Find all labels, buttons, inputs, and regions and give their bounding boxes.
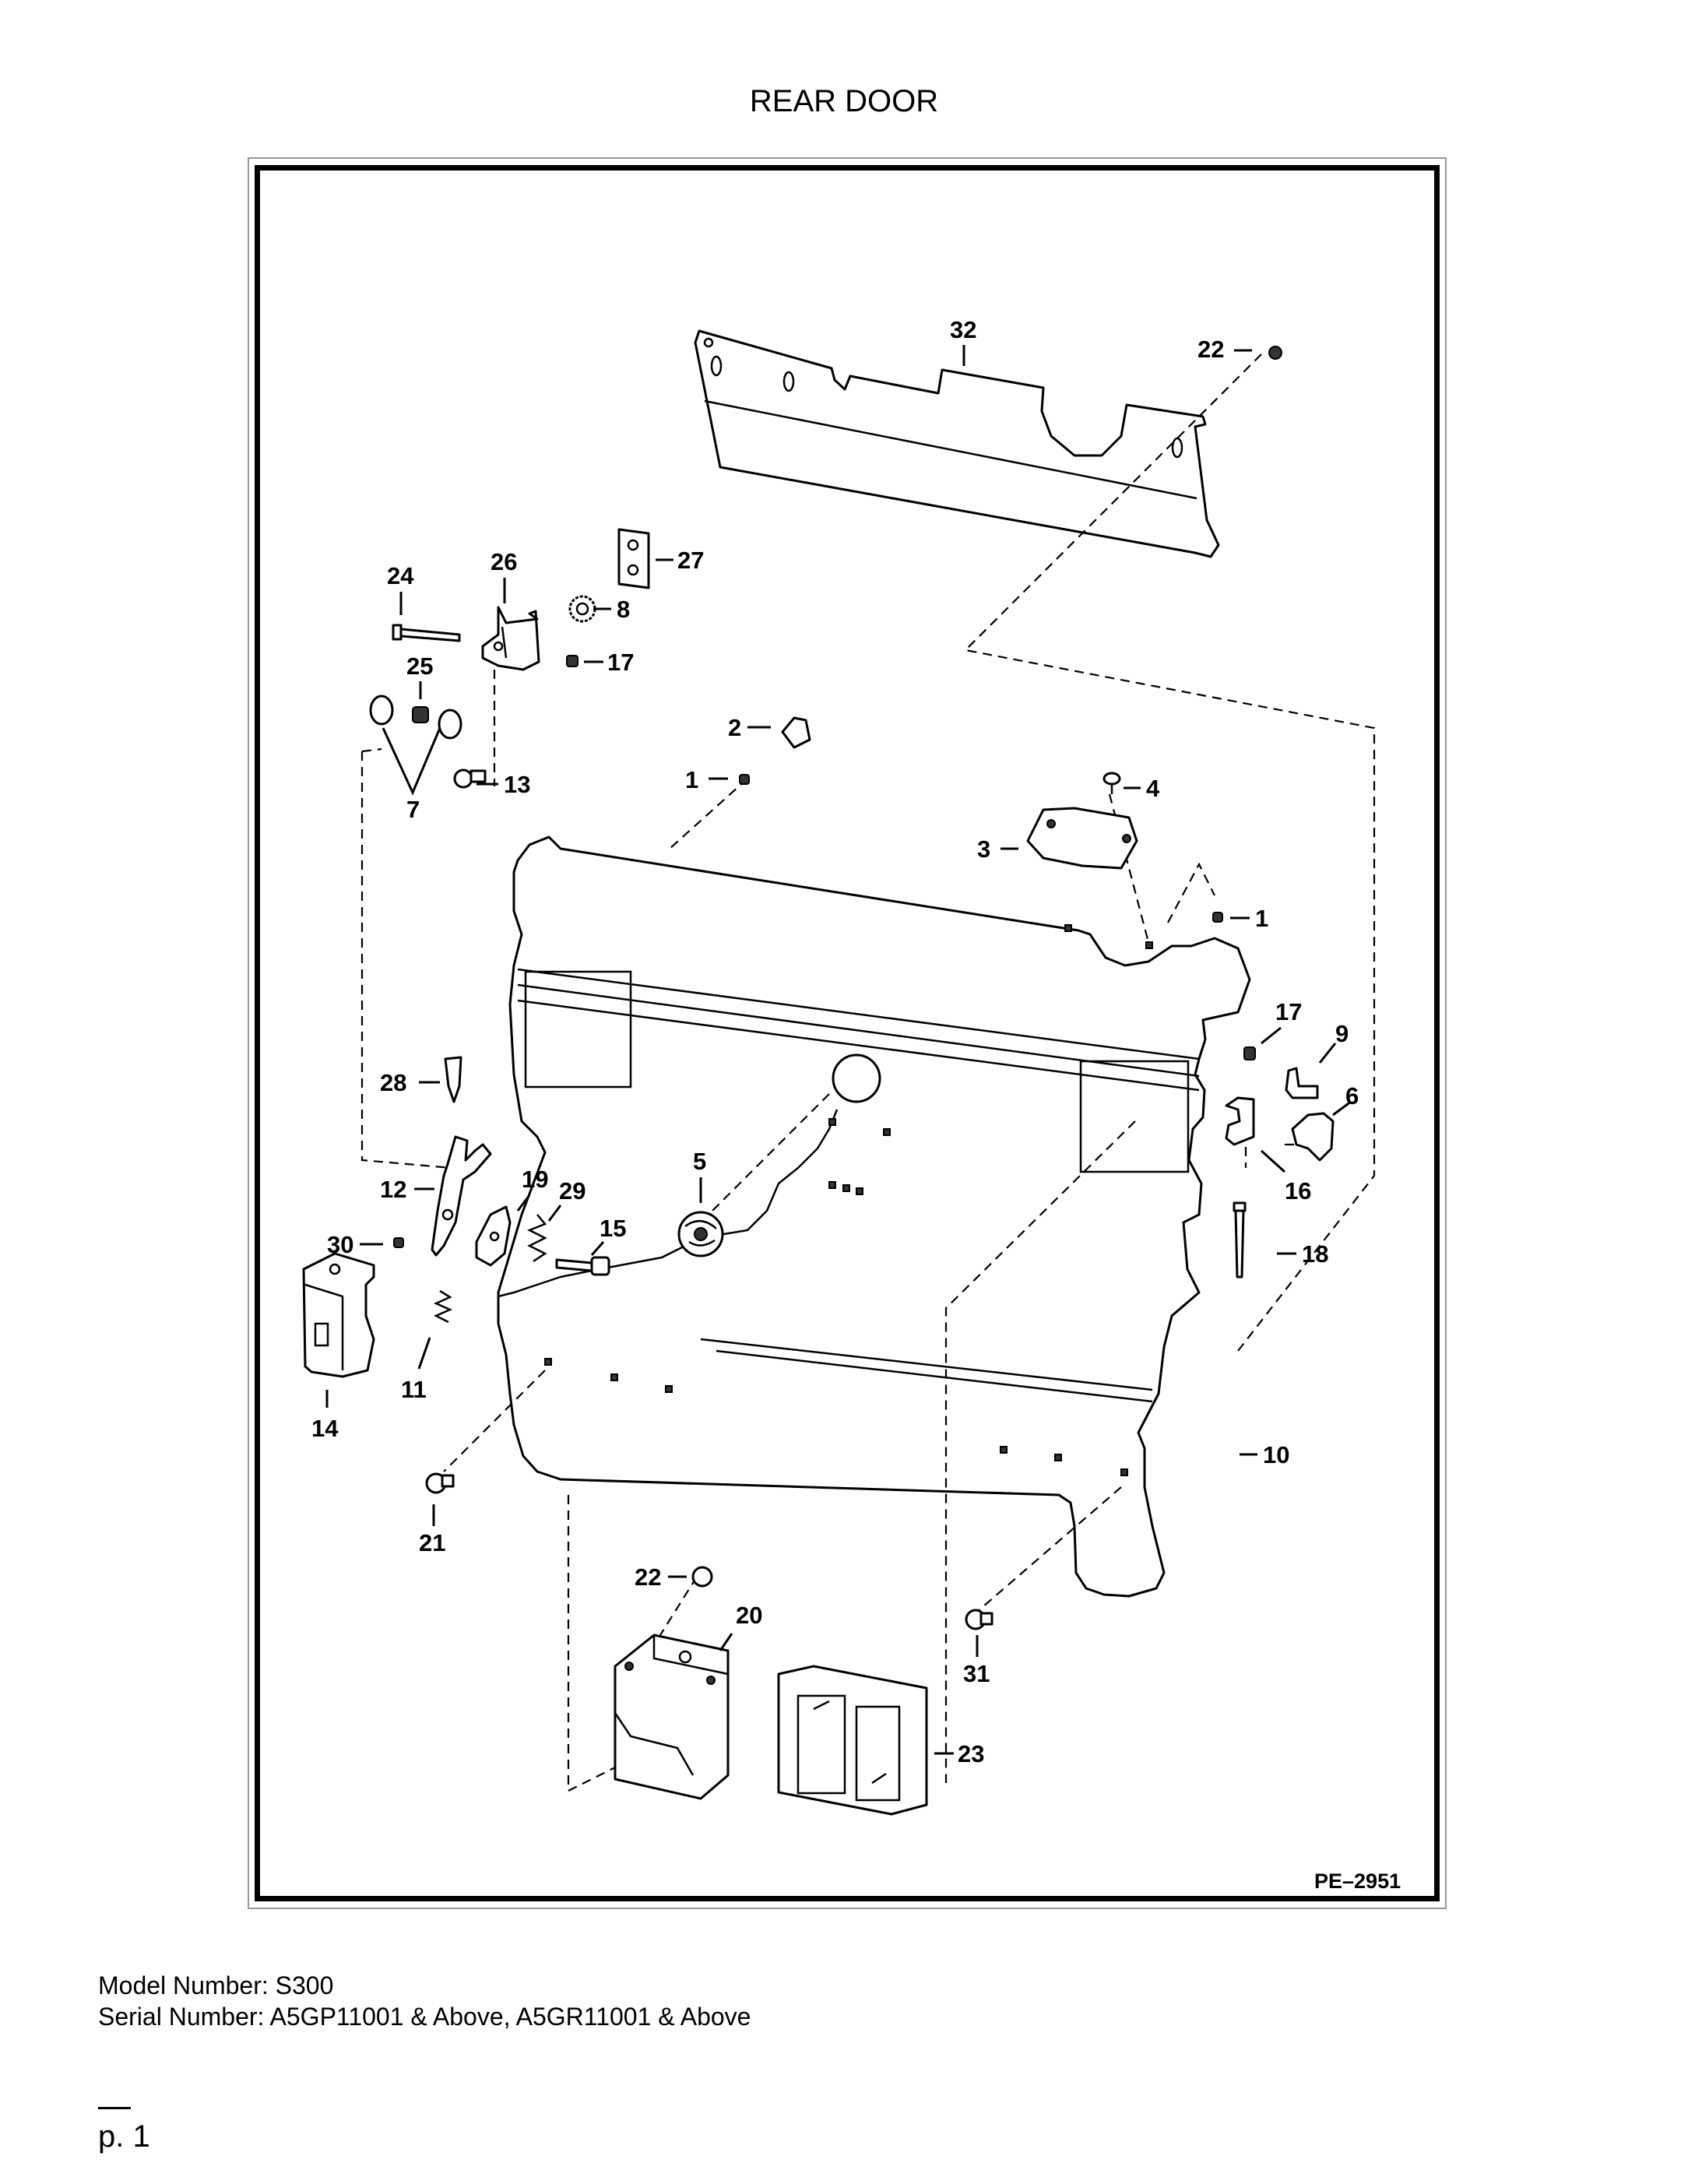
- callout-14: 14: [311, 1415, 339, 1442]
- callout-21: 21: [419, 1529, 445, 1556]
- part-13-bolt: [453, 768, 487, 789]
- part-24-bolt: [392, 624, 461, 642]
- part-22-nuts: [691, 346, 1282, 1588]
- callout-29: 29: [559, 1177, 586, 1205]
- callout-27: 27: [677, 547, 704, 574]
- part-26-bracket: [481, 606, 540, 671]
- callout-5: 5: [693, 1148, 706, 1175]
- part-17-nut: [566, 655, 1256, 1060]
- callout-28: 28: [380, 1069, 406, 1096]
- callout-leaders: [325, 345, 1352, 1755]
- callout-23: 23: [958, 1740, 984, 1767]
- page-number: p. 1: [98, 2119, 150, 2154]
- diagram-frame: [255, 165, 1440, 1901]
- page-rule: [98, 2107, 131, 2109]
- part-4-screw: [1102, 772, 1121, 794]
- callout-12: 12: [380, 1176, 406, 1203]
- callout-9: 9: [1335, 1020, 1349, 1047]
- part-27-plate: [617, 528, 650, 589]
- part-11-spring: [433, 1289, 453, 1324]
- callout-24: 24: [387, 562, 414, 589]
- callout-labels: 32 22 27 26 24 8 17 25 7 13 2 1 4 3 1 17…: [311, 316, 1359, 1767]
- part-20-box-bracket: [614, 1634, 730, 1800]
- callout-3: 3: [977, 835, 990, 863]
- callout-31: 31: [963, 1660, 990, 1687]
- callout-22-top: 22: [1197, 336, 1224, 363]
- part-28-knob: [444, 1056, 462, 1103]
- callout-16: 16: [1285, 1177, 1311, 1205]
- callout-1-left: 1: [685, 766, 698, 793]
- callout-26: 26: [491, 548, 517, 575]
- callout-17-top: 17: [607, 649, 634, 676]
- callout-7: 7: [406, 796, 420, 823]
- callout-11: 11: [401, 1376, 427, 1403]
- callout-22-bottom: 22: [635, 1563, 661, 1591]
- part-6-cam-plate: [1291, 1112, 1335, 1162]
- part-1-nuts: [739, 774, 1223, 923]
- part-23-window: [777, 1665, 928, 1816]
- callout-32: 32: [950, 316, 976, 343]
- callout-20: 20: [736, 1602, 762, 1629]
- part-12-lever: [431, 1135, 492, 1257]
- part-7-rollers: [369, 695, 462, 740]
- part-14-latch-housing: [302, 1252, 375, 1378]
- callout-4: 4: [1146, 775, 1160, 802]
- callout-25: 25: [406, 652, 433, 680]
- callout-30: 30: [327, 1231, 353, 1258]
- callout-1-right: 1: [1255, 905, 1268, 932]
- part-16-hinge-bracket: [1225, 1096, 1255, 1146]
- part-5-handle: [677, 1211, 724, 1257]
- part-15-bolt: [555, 1256, 610, 1276]
- part-31-bolt: [965, 1609, 993, 1630]
- page-title: REAR DOOR: [749, 84, 939, 118]
- callout-8: 8: [617, 596, 630, 623]
- callout-15: 15: [600, 1215, 626, 1242]
- model-number: Model Number: S300: [98, 1971, 334, 1999]
- part-9-bracket: [1285, 1067, 1319, 1099]
- part-29-spring: [526, 1214, 547, 1263]
- part-32-top-plate: [694, 329, 1220, 558]
- callout-17-right: 17: [1275, 998, 1302, 1025]
- callout-2: 2: [728, 714, 741, 741]
- part-2-bumper: [781, 716, 811, 749]
- part-21-bolt: [425, 1472, 455, 1494]
- callout-19: 19: [522, 1166, 548, 1193]
- part-10-door-panel: [497, 835, 1251, 1598]
- part-19-cam: [475, 1205, 512, 1267]
- part-18-pin: [1233, 1201, 1247, 1278]
- drawing-number: PE–2951: [1314, 1869, 1401, 1893]
- callout-18: 18: [1302, 1240, 1328, 1268]
- callout-13: 13: [504, 771, 530, 798]
- part-8-washer: [568, 595, 596, 623]
- part-3-cover: [1026, 807, 1138, 870]
- callout-10: 10: [1263, 1441, 1289, 1468]
- serial-number: Serial Number: A5GP11001 & Above, A5GR11…: [98, 2003, 751, 2031]
- callout-6: 6: [1345, 1082, 1359, 1110]
- part-30-nut: [393, 1237, 404, 1248]
- diagram-frame-outer: [248, 157, 1447, 1909]
